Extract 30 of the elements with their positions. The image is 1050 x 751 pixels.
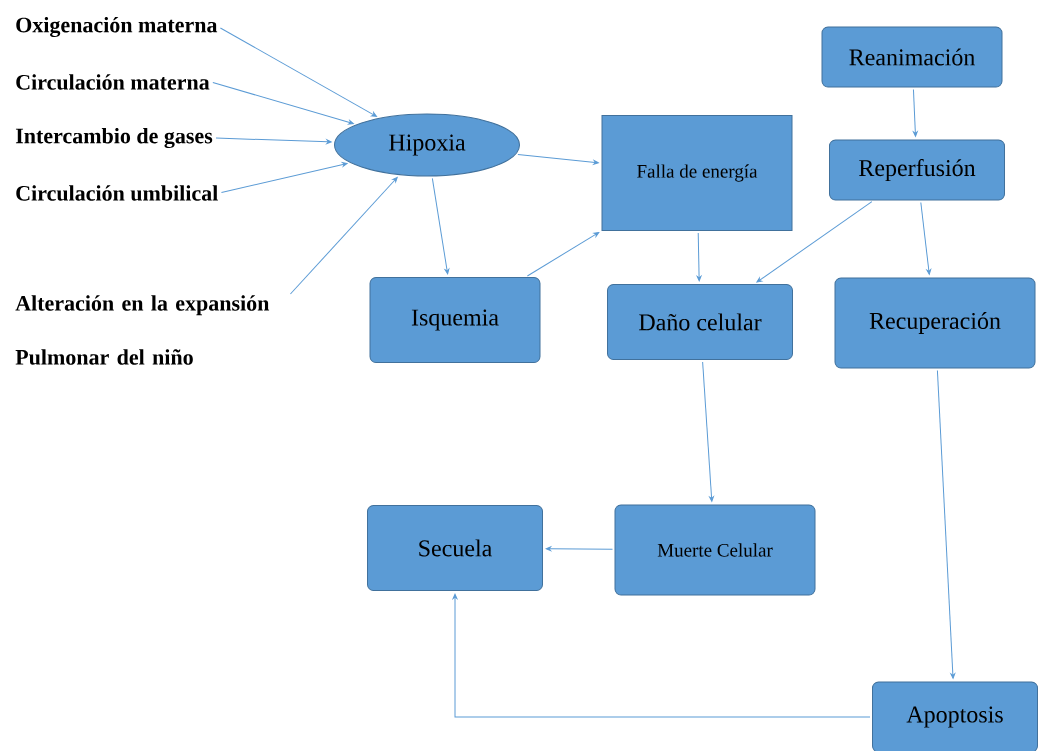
arrow	[702, 361, 714, 502]
process-box: Daño celular	[607, 284, 793, 360]
input-factor-label: Circulación umbilical	[16, 185, 218, 201]
arrow	[936, 370, 956, 679]
arrow	[215, 137, 332, 145]
arrow	[545, 546, 613, 552]
process-box: Falla de energía	[601, 115, 793, 231]
arrow	[289, 177, 398, 295]
input-factor-label: Alteración en la expansión Pulmonar del niño	[15, 295, 270, 365]
arrow	[696, 232, 702, 282]
process-box: Muerte Celular	[614, 504, 816, 596]
arrow	[431, 177, 450, 275]
process-box: Isquemia	[369, 277, 541, 363]
input-factor-label: Oxigenación materna	[16, 16, 218, 38]
process-box: Apoptosis	[872, 681, 1038, 751]
arrow	[219, 27, 377, 117]
arrow	[517, 153, 599, 165]
process-box: Reanimación	[821, 26, 1003, 88]
arrow	[452, 593, 871, 718]
process-box: Secuela	[367, 505, 543, 591]
arrow	[912, 89, 918, 137]
arrow	[920, 202, 932, 275]
arrow	[212, 82, 354, 125]
arrow	[220, 162, 348, 194]
input-factor-label: Intercambio de gases	[15, 127, 213, 149]
process-box: Reperfusión	[829, 139, 1005, 201]
input-factor-label: Circulación materna	[16, 74, 210, 90]
process-box: Recuperación	[834, 277, 1036, 369]
arrow	[756, 201, 873, 283]
arrow	[526, 232, 600, 277]
